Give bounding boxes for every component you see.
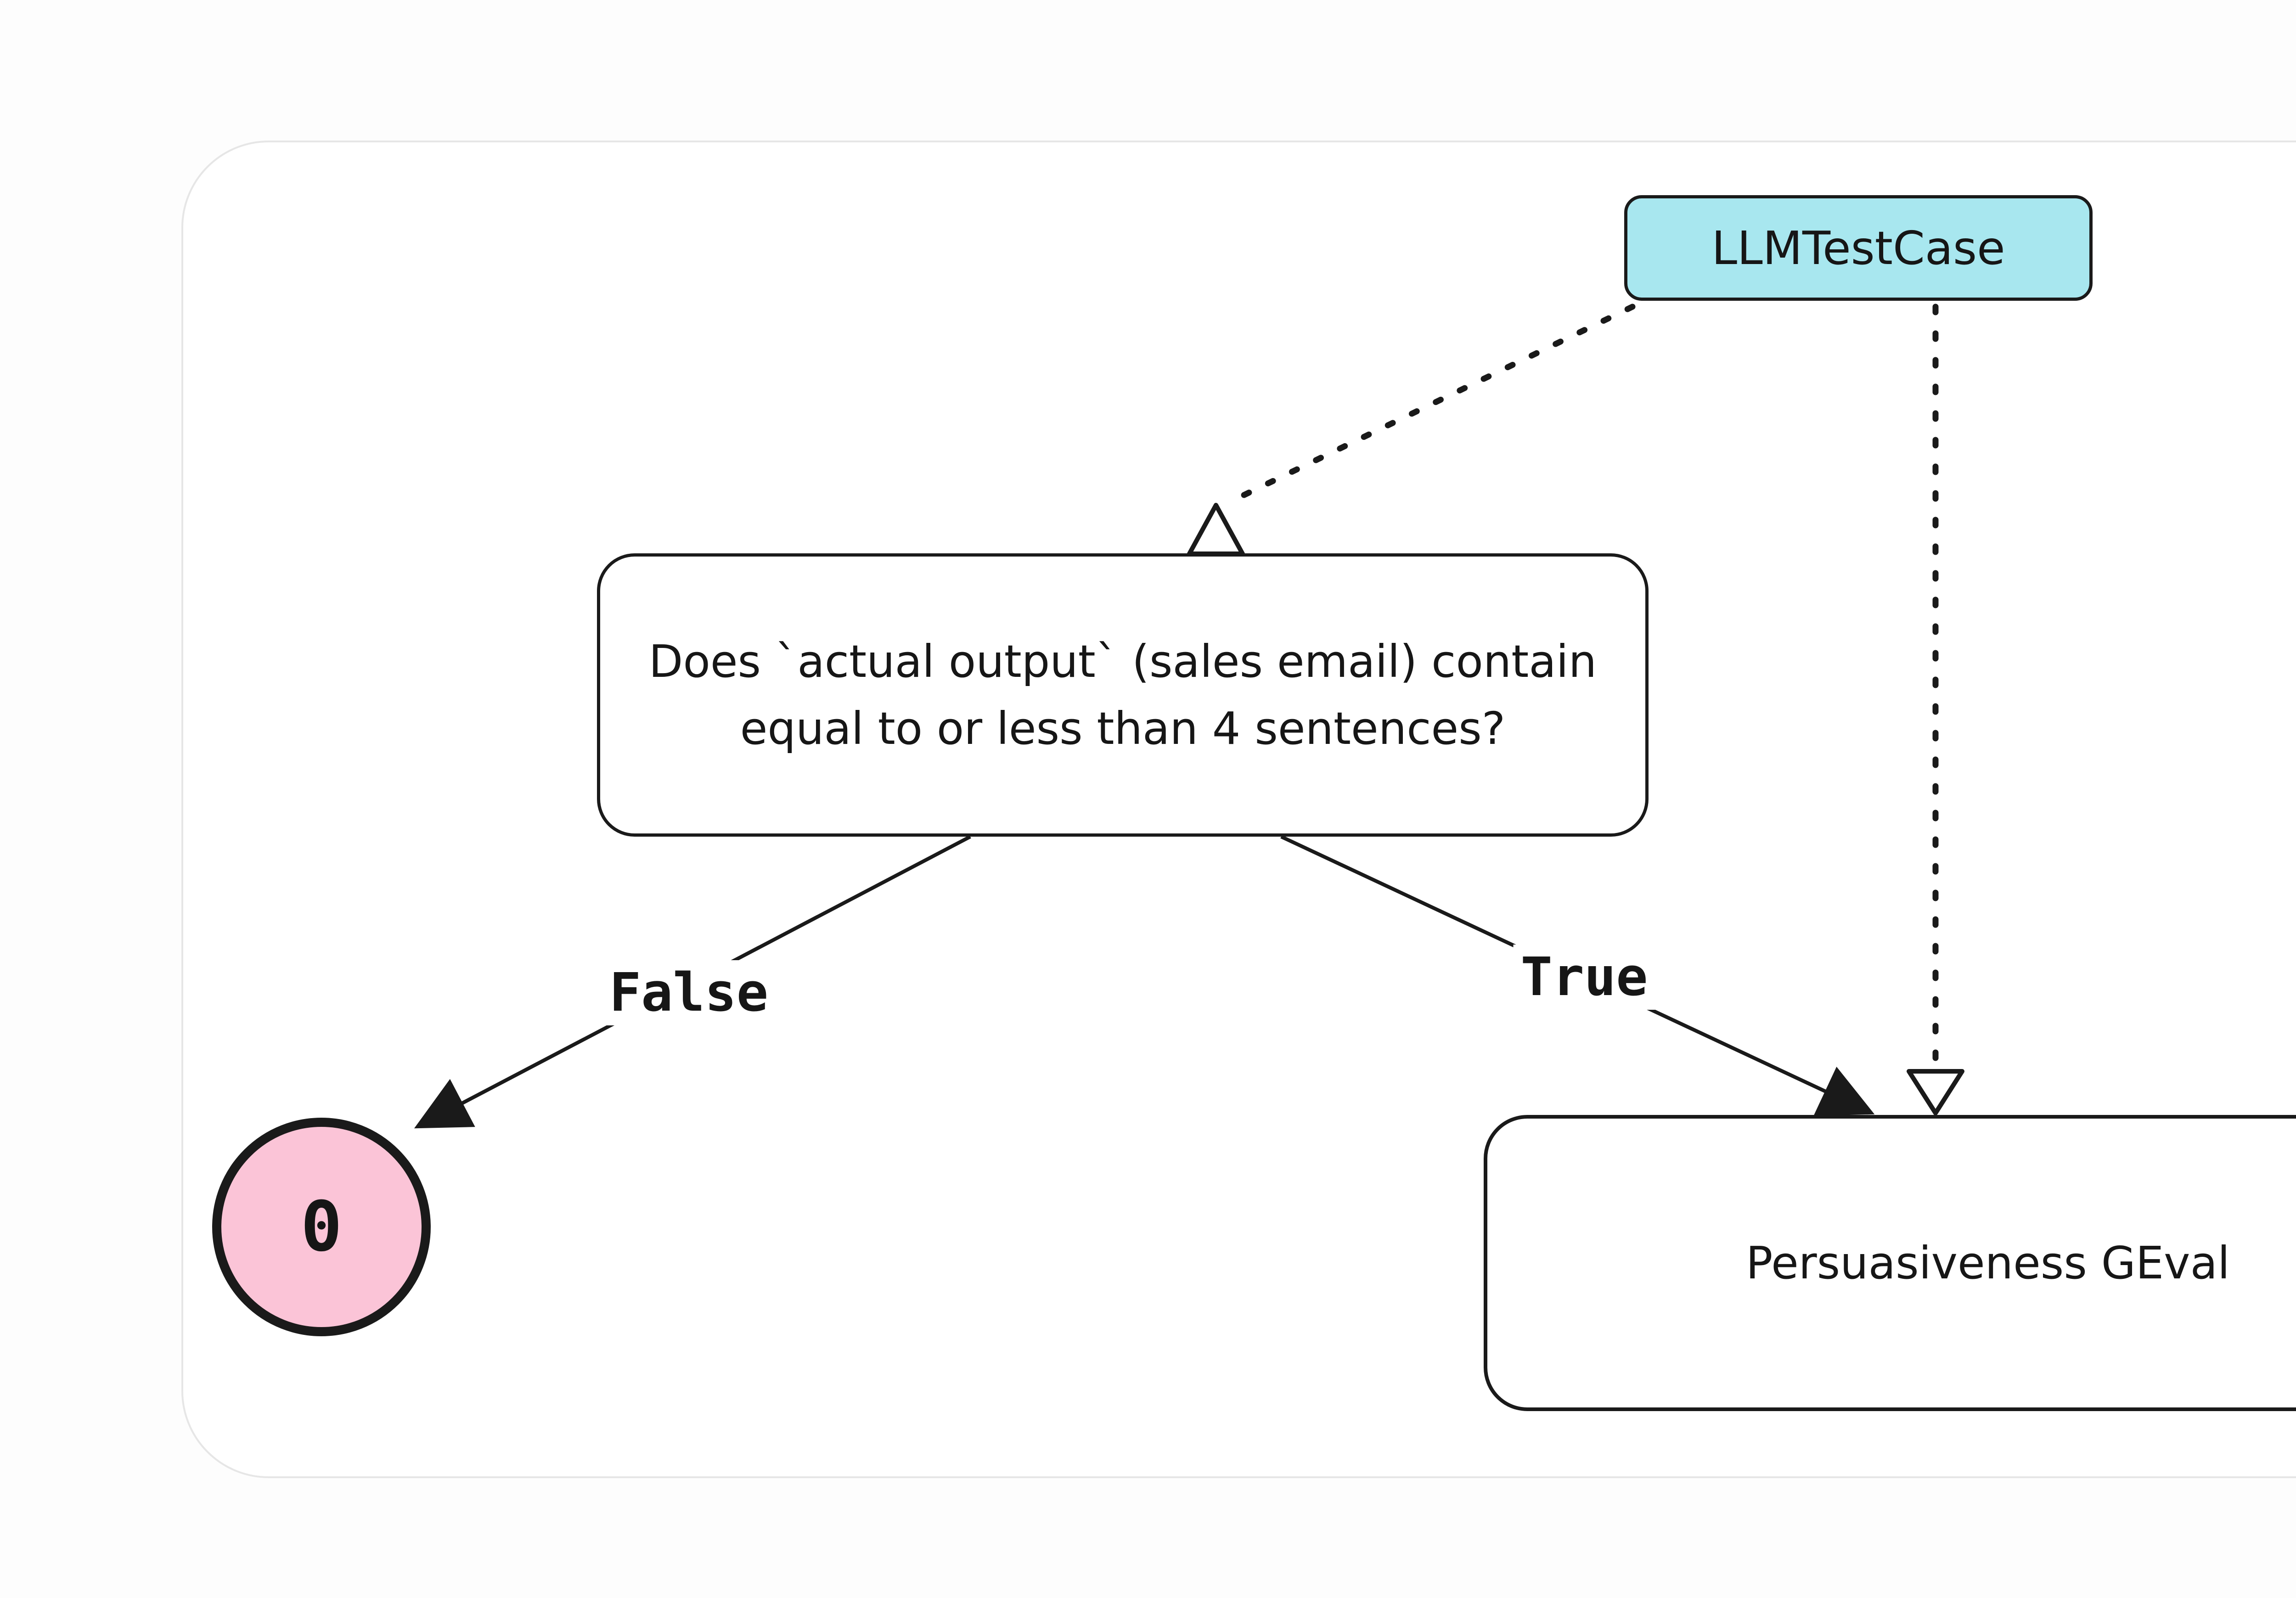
hollow-triangle-arrowhead-question [1187, 503, 1245, 556]
question-text-line-1: Does `actual output` (sales email) conta… [648, 636, 1597, 687]
node-zero-score-label: 0 [300, 1187, 343, 1267]
node-llm-test-case: LLMTestCase [1624, 195, 2093, 301]
edge-label-false: False [602, 960, 776, 1025]
node-zero-score: 0 [212, 1118, 431, 1336]
question-text-line-2: equal to or less than 4 sentences? [740, 702, 1506, 754]
node-persuasiveness-geval: Persuasiveness GEval [1484, 1115, 2296, 1411]
edge-testcase-to-question-dotted [1224, 304, 1636, 506]
node-llm-test-case-label: LLMTestCase [1711, 221, 2005, 275]
node-length-check-question: Does `actual output` (sales email) conta… [597, 553, 1649, 837]
edge-label-true: True [1513, 945, 1655, 1010]
node-persuasiveness-geval-label: Persuasiveness GEval [1746, 1237, 2230, 1289]
hollow-triangle-arrowhead-geval [1907, 1069, 1964, 1115]
